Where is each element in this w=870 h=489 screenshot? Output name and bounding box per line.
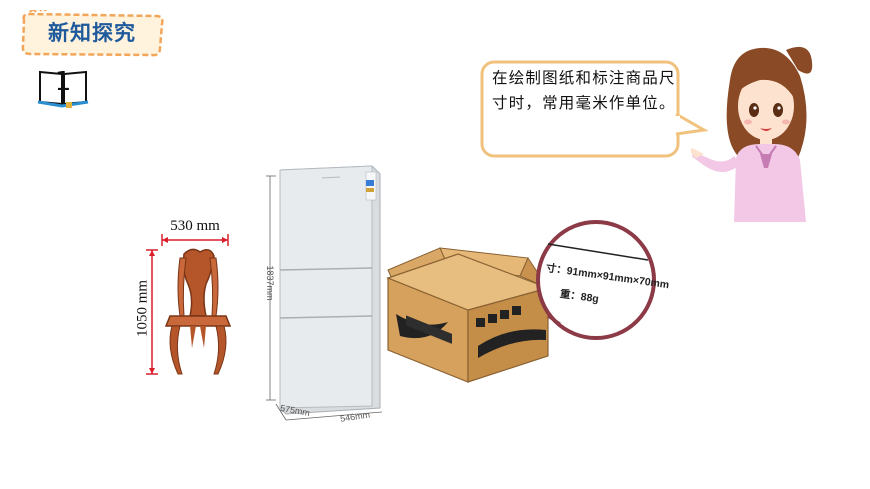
section-badge [21,10,164,57]
speech-text: 在绘制图纸和标注商品尺寸时，常用毫米作单位。 [492,69,676,112]
book-icon [37,70,89,108]
teacher-illustration [690,46,813,222]
chair-illustration [146,234,232,375]
fridge-height-label: 1837mm [265,265,275,301]
cardboard-box-illustration [386,247,550,383]
chair-height-label: 1050 mm [134,279,151,338]
fridge-illustration [266,165,383,421]
zoom-magnifier [536,220,656,340]
section-title: 新知探究 [48,21,136,45]
section-number: 1 [54,67,72,97]
chair-width-label: 530 mm [170,218,220,234]
speech-bubble [480,60,708,158]
